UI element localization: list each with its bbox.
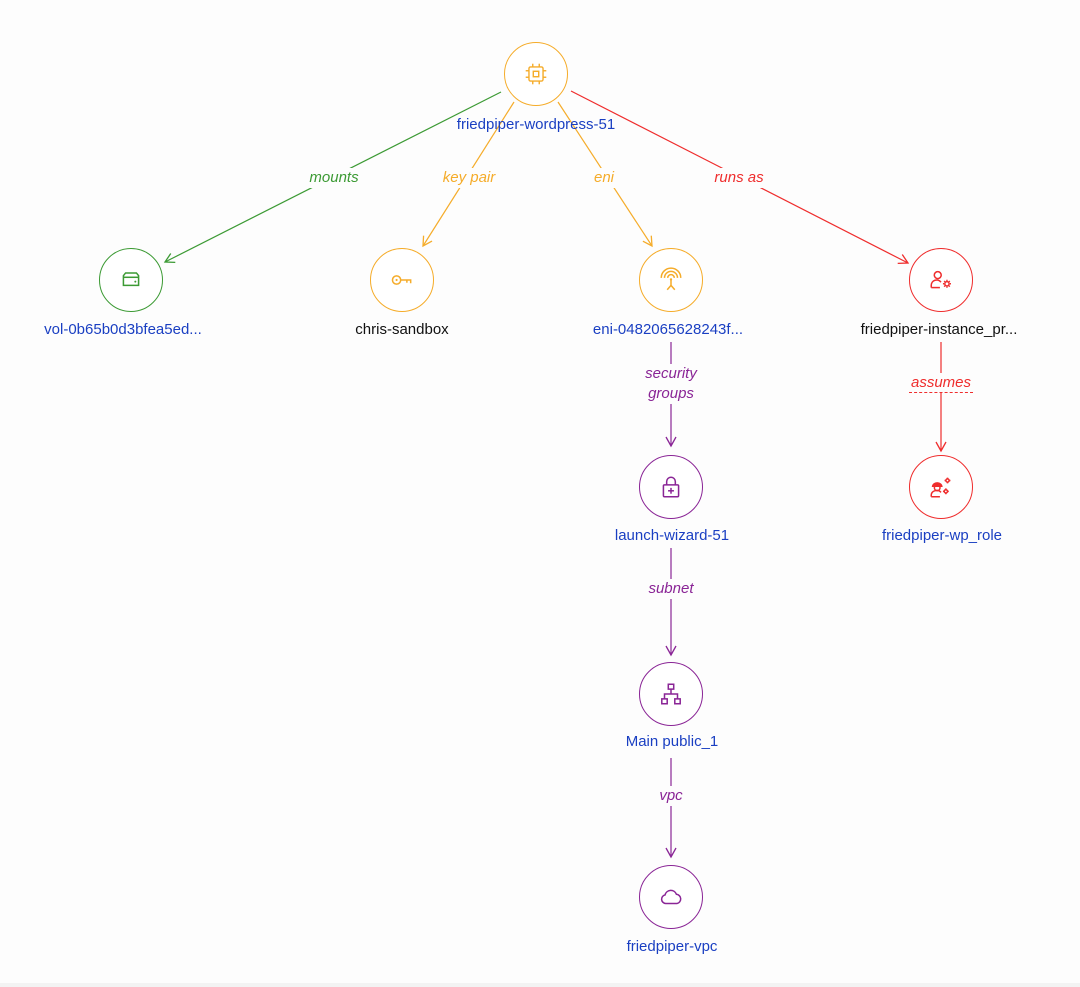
- node-security-group[interactable]: [639, 455, 703, 519]
- edge-label-assumes-text: assumes: [908, 374, 974, 393]
- node-instance[interactable]: [504, 42, 568, 106]
- edge-label-assumes: assumes: [881, 373, 1001, 393]
- edge-label-eni-text: eni: [589, 169, 619, 186]
- node-label-security-group[interactable]: launch-wizard-51: [614, 527, 730, 544]
- antenna-icon: [660, 267, 682, 291]
- node-label-vpc[interactable]: friedpiper-vpc: [626, 938, 718, 955]
- edge-label-vpc-text: vpc: [655, 787, 687, 804]
- edge-label-vpc: vpc: [611, 786, 731, 806]
- node-eni[interactable]: [639, 248, 703, 312]
- edge-label-key-pair: key pair: [409, 168, 529, 188]
- edge-label-security-groups: security groups: [611, 364, 731, 404]
- lock-plus-icon: [662, 476, 680, 498]
- edge-label-mounts: mounts: [274, 168, 394, 188]
- user-gear-icon: [930, 270, 951, 289]
- node-label-volume[interactable]: vol-0b65b0d3bfea5ed...: [44, 321, 202, 338]
- node-role[interactable]: [909, 455, 973, 519]
- network-hierarchy-icon: [661, 683, 681, 705]
- edge-label-eni: eni: [544, 168, 664, 188]
- key-icon: [391, 275, 412, 285]
- node-label-eni[interactable]: eni-0482065628243f...: [592, 321, 744, 338]
- node-label-subnet[interactable]: Main public_1: [625, 733, 719, 750]
- edge-label-runs-as: runs as: [679, 168, 799, 188]
- node-label-keypair: chris-sandbox: [355, 321, 449, 338]
- cpu-chip-icon: [525, 63, 547, 85]
- edge-label-security-groups-line2: groups: [648, 385, 694, 402]
- node-label-instance[interactable]: friedpiper-wordpress-51: [456, 116, 616, 133]
- node-volume[interactable]: [99, 248, 163, 312]
- edge-label-subnet: subnet: [611, 579, 731, 599]
- role-gears-icon: [930, 477, 951, 498]
- cloud-icon: [660, 889, 682, 905]
- bottom-divider: [0, 983, 1080, 987]
- node-subnet[interactable]: [639, 662, 703, 726]
- hard-drive-icon: [122, 272, 140, 287]
- node-instance-profile[interactable]: [909, 248, 973, 312]
- node-label-role[interactable]: friedpiper-wp_role: [881, 527, 1003, 544]
- node-label-instance-profile: friedpiper-instance_pr...: [860, 321, 1018, 338]
- node-vpc[interactable]: [639, 865, 703, 929]
- edge-label-security-groups-line1: security: [645, 365, 697, 382]
- node-keypair[interactable]: [370, 248, 434, 312]
